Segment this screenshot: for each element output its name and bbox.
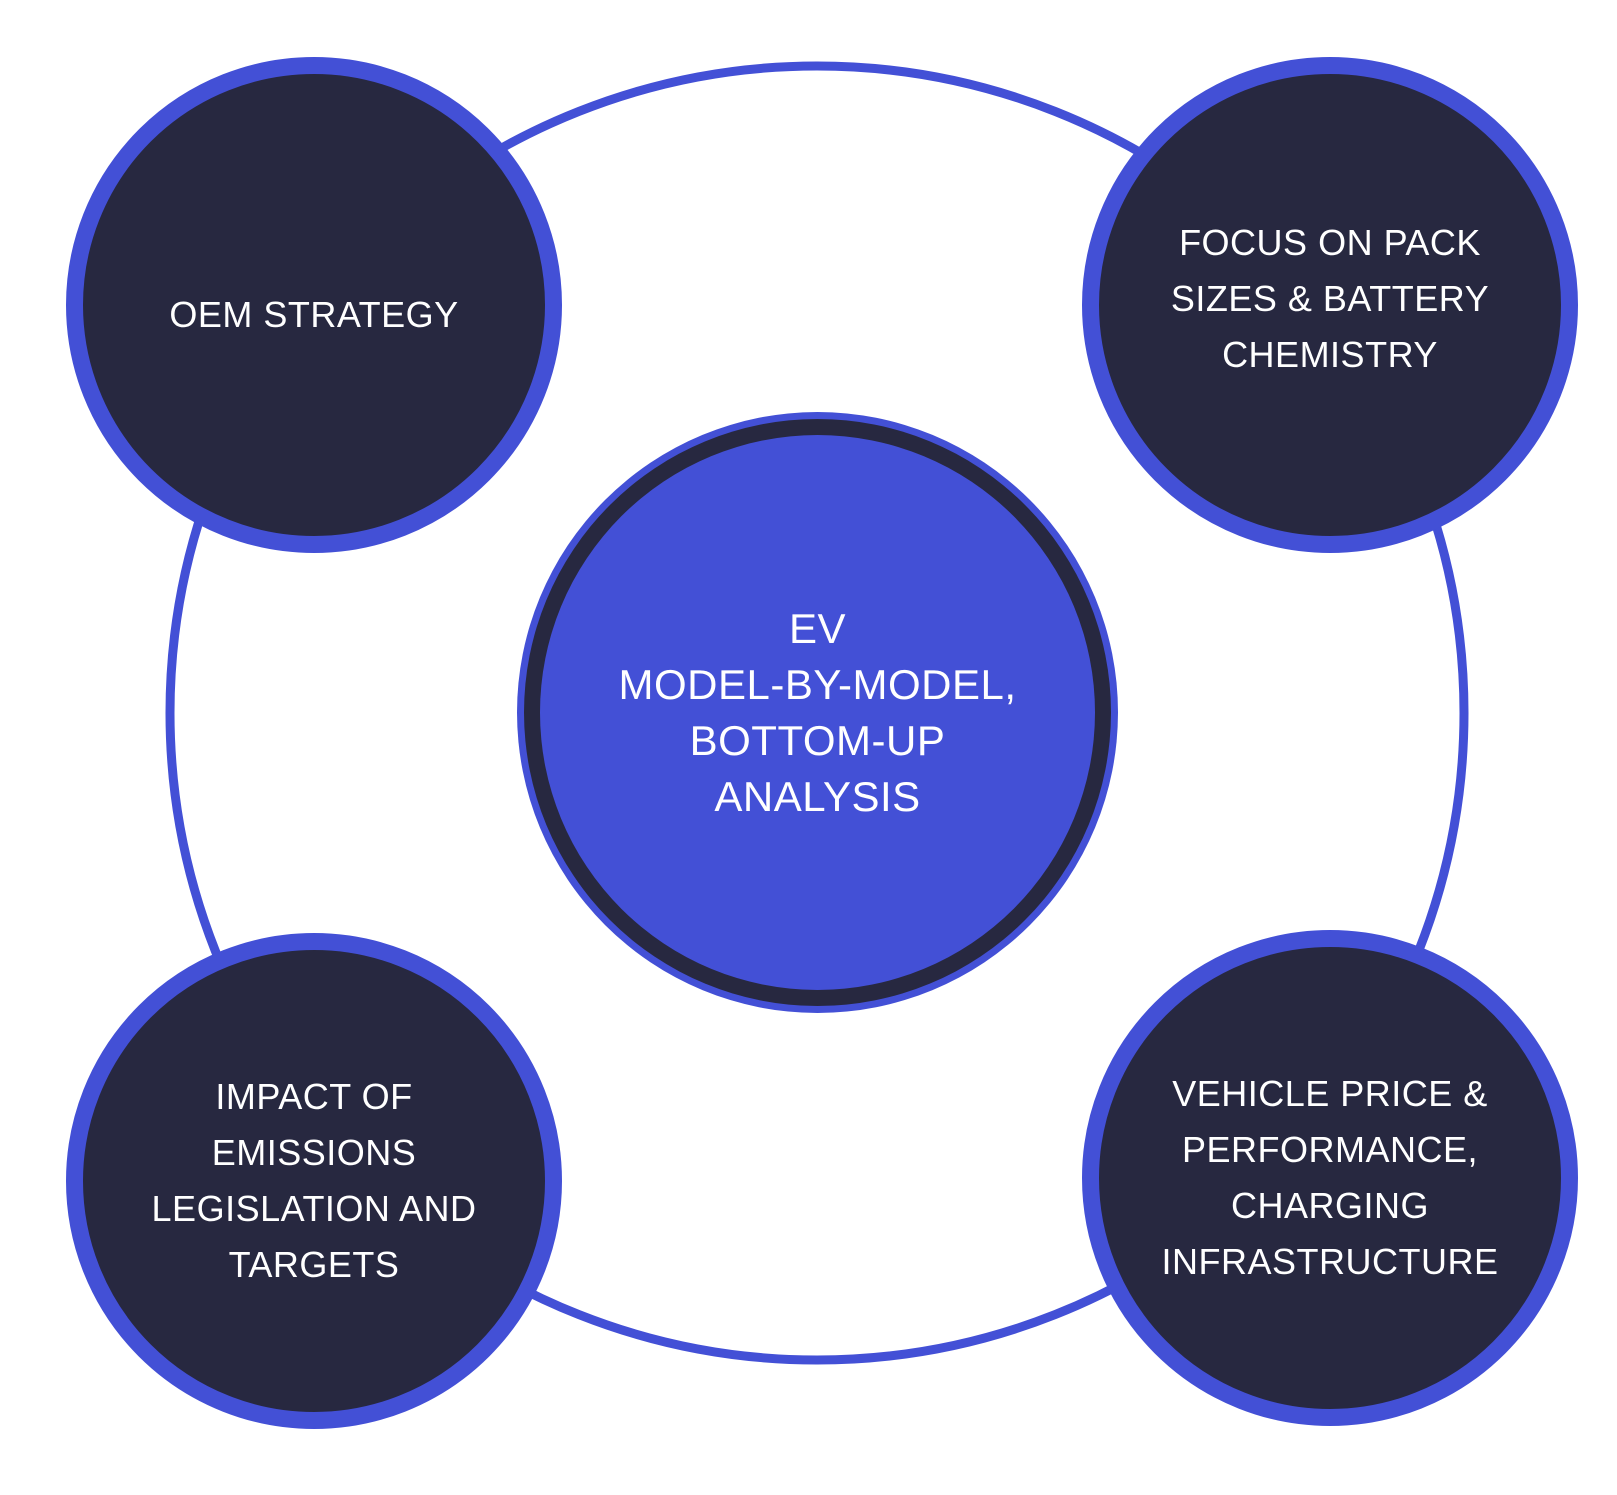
center-node-core: EV MODEL-BY-MODEL, BOTTOM-UP ANALYSIS: [540, 435, 1095, 990]
node-pack-sizes-battery-chemistry: FOCUS ON PACK SIZES & BATTERY CHEMISTRY: [1082, 57, 1578, 553]
node-pack-sizes-label: FOCUS ON PACK SIZES & BATTERY CHEMISTRY: [1170, 222, 1490, 375]
center-node: EV MODEL-BY-MODEL, BOTTOM-UP ANALYSIS: [517, 412, 1118, 1013]
node-vehicle-price-label: VEHICLE PRICE & PERFORMANCE, CHARGING IN…: [1161, 1073, 1499, 1282]
node-emissions-label: IMPACT OF EMISSIONS LEGISLATION AND TARG…: [151, 1076, 477, 1285]
node-emissions-legislation: IMPACT OF EMISSIONS LEGISLATION AND TARG…: [66, 933, 562, 1429]
center-node-label: EV MODEL-BY-MODEL, BOTTOM-UP ANALYSIS: [618, 604, 1017, 820]
node-oem-strategy: OEM STRATEGY: [66, 57, 562, 553]
node-vehicle-price-performance: VEHICLE PRICE & PERFORMANCE, CHARGING IN…: [1082, 930, 1578, 1426]
ring-outline: [165, 61, 1469, 1365]
node-oem-strategy-label: OEM STRATEGY: [169, 294, 459, 335]
